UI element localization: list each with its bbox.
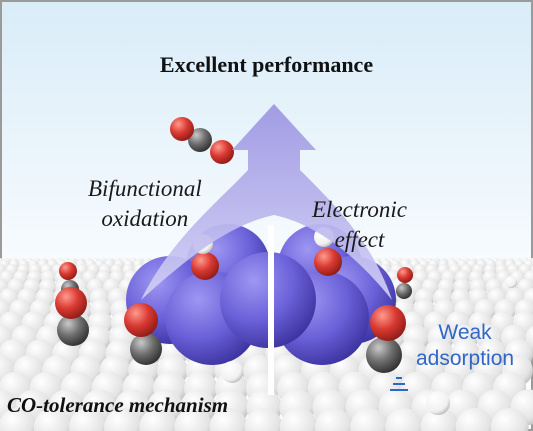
surface-atom: [104, 408, 142, 431]
co-molecule-left: [55, 287, 89, 346]
surface-atom: [490, 408, 529, 431]
surface-atom: [385, 408, 424, 431]
right-label-line-1: Electronic: [312, 197, 407, 222]
weak-adsorption-label: Weak adsorption: [416, 320, 514, 372]
co-molecule-center-left: [124, 303, 162, 365]
surface-atom: [420, 408, 459, 431]
surface-atom: [174, 408, 213, 431]
co-tolerance-mechanism-label: CO-tolerance mechanism: [7, 393, 229, 417]
left-label-line-1: Bifunctional: [88, 176, 202, 201]
surface-atom: [314, 408, 353, 431]
performance-arrow: [141, 104, 392, 395]
oxygen-atoms-on-cluster: [191, 248, 342, 280]
co-molecule-right-small: [396, 267, 413, 299]
electronic-effect-label: Electronic effect: [312, 195, 407, 255]
surface-atom: [68, 408, 107, 431]
surface-atom: [279, 408, 318, 431]
weak-label-line-1: Weak: [438, 321, 492, 344]
surface-atom: [0, 408, 37, 431]
title: Excellent performance: [159, 52, 374, 77]
bifunctional-oxidation-label: Bifunctional oxidation: [88, 174, 202, 234]
weak-label-line-2: adsorption: [416, 347, 515, 370]
weak-adsorption-marker: [390, 377, 408, 391]
surface-atom: [350, 408, 389, 431]
co-molecule-right: [366, 305, 406, 373]
surface-atom: [139, 408, 178, 431]
surface-atom: [244, 408, 283, 431]
right-label-line-2: effect: [334, 227, 385, 252]
surface-atom: [33, 408, 72, 431]
surface-atom: [209, 408, 248, 431]
left-label-line-2: oxidation: [101, 206, 189, 231]
surface-atom: [455, 408, 494, 431]
co2-molecule: [170, 117, 234, 164]
